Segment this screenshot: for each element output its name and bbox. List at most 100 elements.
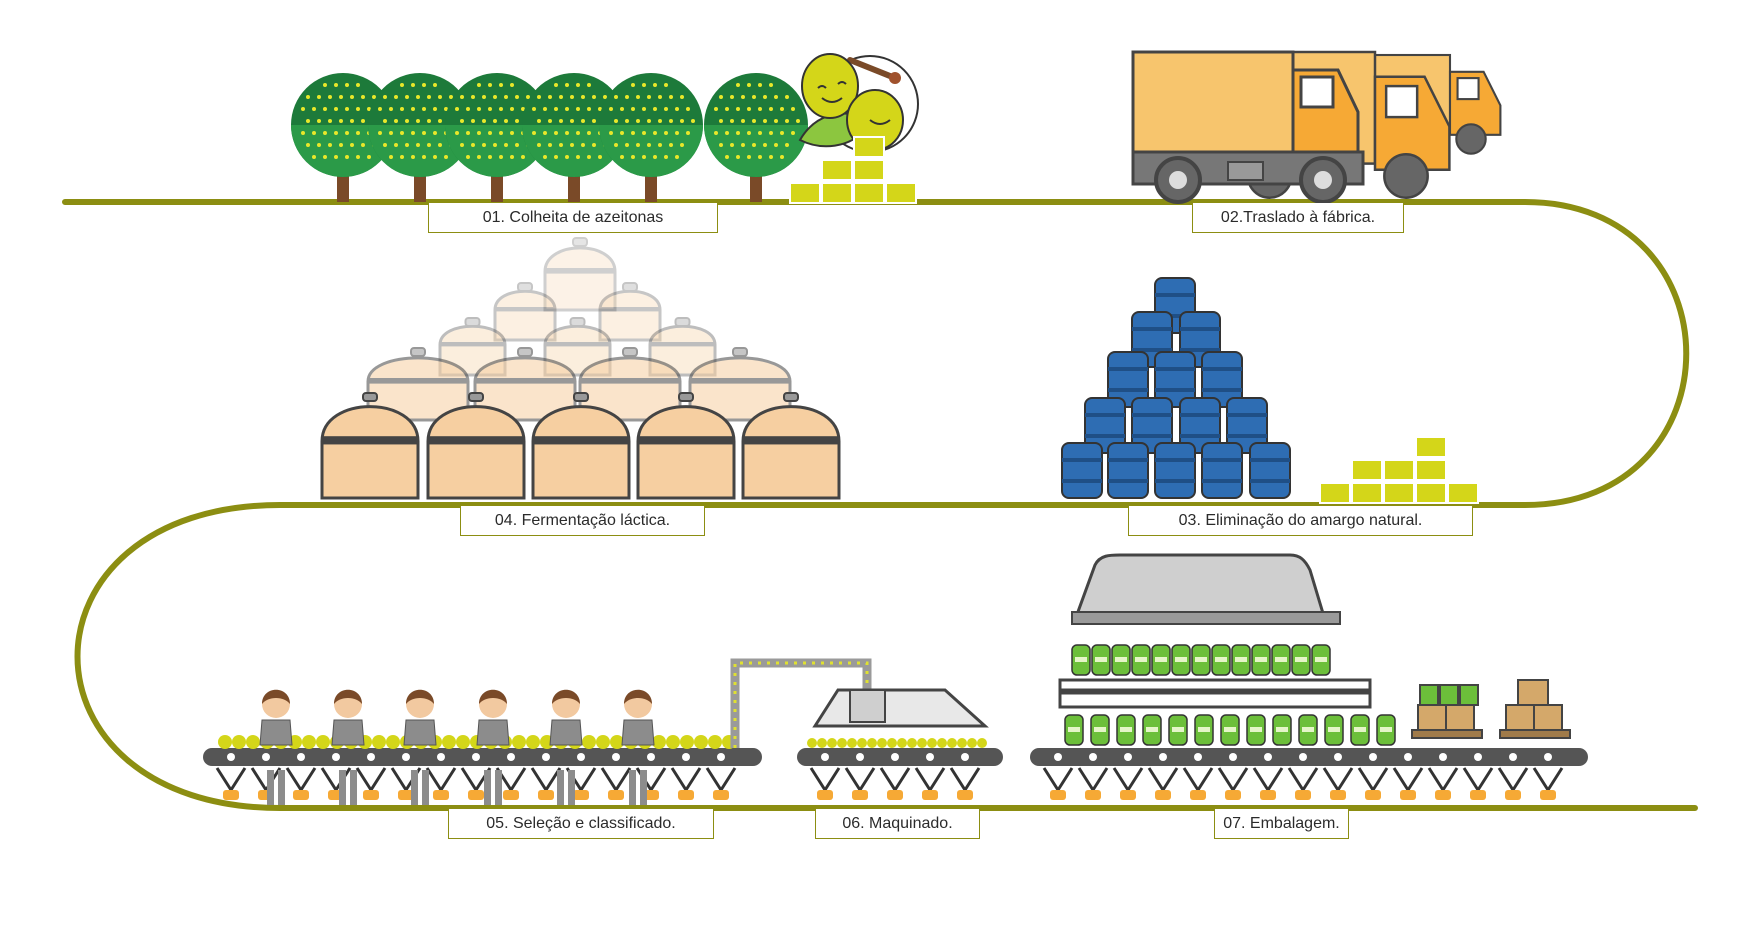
barrel-stack [1061, 277, 1291, 499]
belt-foot [538, 790, 554, 800]
barrel-icon [1249, 442, 1291, 499]
crate-icon [1447, 482, 1479, 504]
tree-icon [599, 73, 703, 202]
olive-dot [827, 738, 837, 748]
tree-icon [291, 73, 395, 202]
jar-icon [1142, 714, 1162, 746]
belt-foot [1365, 790, 1381, 800]
olive-dot [316, 735, 330, 749]
belt-foot [817, 790, 833, 800]
olive-dot [807, 738, 817, 748]
barrel-icon [1084, 397, 1126, 454]
worker-icon [476, 689, 510, 805]
roller [856, 753, 864, 761]
belt [797, 748, 1003, 766]
belt-leg [1357, 767, 1389, 793]
olive-dot [927, 738, 937, 748]
workers-group [259, 689, 655, 805]
belt-leg [1287, 767, 1319, 793]
roller [717, 753, 725, 761]
crate-icon [1351, 482, 1383, 504]
belt-foot [887, 790, 903, 800]
roller [647, 753, 655, 761]
olive-dot [386, 735, 400, 749]
barrel-icon [1131, 397, 1173, 454]
crate-icon [821, 182, 853, 204]
roller [1124, 753, 1132, 761]
olive-dot [526, 735, 540, 749]
jar-icon [1231, 644, 1251, 676]
olive-dot [512, 735, 526, 749]
step-03-label: 03. Eliminação do amargo natural. [1128, 506, 1473, 536]
olive-crates-stack [1319, 436, 1479, 504]
olive-dot [232, 735, 246, 749]
roller [1369, 753, 1377, 761]
crate-icon [853, 159, 885, 181]
roller [507, 753, 515, 761]
belt-leg [425, 767, 457, 793]
tank-icon [741, 392, 841, 500]
belt-leg [949, 767, 981, 793]
jar-icon [1131, 644, 1151, 676]
jar-icon [1151, 644, 1171, 676]
tank-icon [493, 282, 557, 342]
crate-icon [1319, 482, 1351, 504]
roller [1474, 753, 1482, 761]
belt-foot [713, 790, 729, 800]
barrel-icon [1201, 442, 1243, 499]
jar-icon [1271, 644, 1291, 676]
barrel-icon [1154, 351, 1196, 408]
belt-foot [433, 790, 449, 800]
tree-icon [445, 73, 549, 202]
crate-icon [1351, 459, 1383, 481]
olive-dot [218, 735, 232, 749]
roller [577, 753, 585, 761]
machine-press [812, 688, 989, 728]
tank-icon [473, 347, 577, 422]
jar-icon [1350, 714, 1370, 746]
roller [227, 753, 235, 761]
process-path [62, 199, 1698, 811]
jar-icon [1071, 644, 1091, 676]
worker-icon [403, 689, 437, 805]
olive-dot [652, 735, 666, 749]
belt-leg [1532, 767, 1564, 793]
belt-foot [1295, 790, 1311, 800]
tank-icon [543, 317, 612, 377]
roller [961, 753, 969, 761]
jar-icon [1291, 644, 1311, 676]
olive-dot [847, 738, 857, 748]
olive-dot [967, 738, 977, 748]
belt-foot [852, 790, 868, 800]
belt-leg [250, 767, 282, 793]
barrel-icon [1226, 397, 1268, 454]
roller [1264, 753, 1272, 761]
jar-icon [1376, 714, 1396, 746]
belt-foot [1470, 790, 1486, 800]
roller [1089, 753, 1097, 761]
roller [542, 753, 550, 761]
tree-icon [368, 73, 472, 202]
jar-icon [1272, 714, 1292, 746]
barrel-icon [1107, 442, 1149, 499]
jar-icon [1171, 644, 1191, 676]
elevator-frame [730, 658, 872, 748]
worker-icon [331, 689, 365, 805]
roller [612, 753, 620, 761]
belt-leg [215, 767, 247, 793]
belt-foot [363, 790, 379, 800]
roller [367, 753, 375, 761]
tank-icon [578, 347, 682, 422]
olive-dot [708, 735, 722, 749]
belt [203, 748, 762, 766]
jar-icon [1090, 714, 1110, 746]
belt-foot [1085, 790, 1101, 800]
crate-icon [1415, 459, 1447, 481]
worker-icon [621, 689, 655, 805]
jar-icon [1220, 714, 1240, 746]
belt [1030, 748, 1588, 766]
roller [297, 753, 305, 761]
belt-foot [1155, 790, 1171, 800]
step-04-label: 04. Fermentação láctica. [460, 506, 705, 536]
tank-icon [688, 347, 792, 422]
